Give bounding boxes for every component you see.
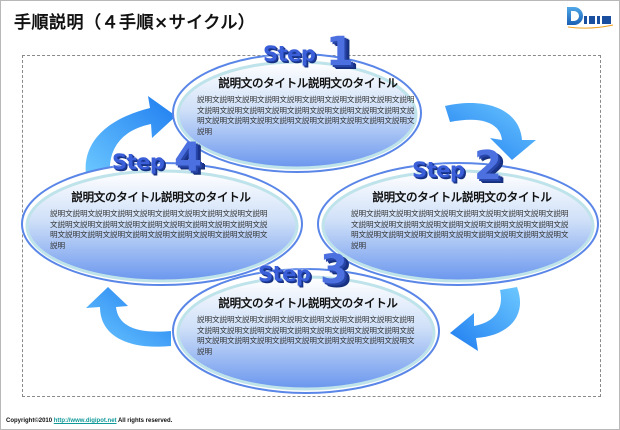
step-3-number: 3 <box>320 247 348 293</box>
step-1-title: 説明文のタイトル説明文のタイトル <box>218 76 398 90</box>
step-3-content: 説明文のタイトル説明文のタイトル 説明文説明文説明文説明文説明文説明文説明文説明… <box>197 296 419 357</box>
arrow-1-to-2 <box>445 103 536 160</box>
step-4-number: 4 <box>174 135 202 181</box>
step-1-label: Step <box>263 42 316 66</box>
step-4-ellipse <box>21 162 303 286</box>
digipot-logo <box>567 7 614 29</box>
copyright-suffix: All rights reserved. <box>116 418 173 424</box>
step-4-title: 説明文のタイトル説明文のタイトル <box>71 190 251 204</box>
step-1-number: 1 <box>326 29 354 75</box>
step-4-body: 説明文説明文説明文説明文説明文説明文説明文説明文説明文説明文説明文説明文説明文説… <box>50 209 268 250</box>
step-2-body: 説明文説明文説明文説明文説明文説明文説明文説明文説明文説明文説明文説明文説明文説… <box>351 209 569 250</box>
step-1-body: 説明文説明文説明文説明文説明文説明文説明文説明文説明文説明文説明文説明文説明文説… <box>197 95 415 136</box>
arrow-3-to-4 <box>86 287 171 347</box>
step-3-title: 説明文のタイトル説明文のタイトル <box>218 296 398 310</box>
copyright-prefix: Copyright©2010 <box>6 418 54 424</box>
website-link[interactable]: http://www.digipot.net <box>53 418 117 424</box>
page-title: 手順説明（４手順×サイクル） <box>14 13 256 33</box>
arrow-2-to-3 <box>450 287 521 351</box>
step-3-body: 説明文説明文説明文説明文説明文説明文説明文説明文説明文説明文説明文説明文説明文説… <box>197 315 415 356</box>
step-4-label: Step <box>112 150 165 174</box>
step-2-ellipse <box>317 162 599 286</box>
step-1-ellipse <box>172 53 422 173</box>
step-2-label: Step <box>412 158 465 182</box>
step-2-title: 説明文のタイトル説明文のタイトル <box>372 190 552 204</box>
step-1-content: 説明文のタイトル説明文のタイトル 説明文説明文説明文説明文説明文説明文説明文説明… <box>197 76 419 137</box>
step-3-label: Step <box>258 262 311 286</box>
step-2-content: 説明文のタイトル説明文のタイトル 説明文説明文説明文説明文説明文説明文説明文説明… <box>351 190 573 251</box>
copyright-footer: Copyright©2010 http://www.digipot.net Al… <box>6 418 172 424</box>
arrow-4-to-1 <box>85 96 176 175</box>
step-4-content: 説明文のタイトル説明文のタイトル 説明文説明文説明文説明文説明文説明文説明文説明… <box>50 190 272 251</box>
step-3-ellipse <box>172 268 440 394</box>
step-2-number: 2 <box>474 143 502 189</box>
